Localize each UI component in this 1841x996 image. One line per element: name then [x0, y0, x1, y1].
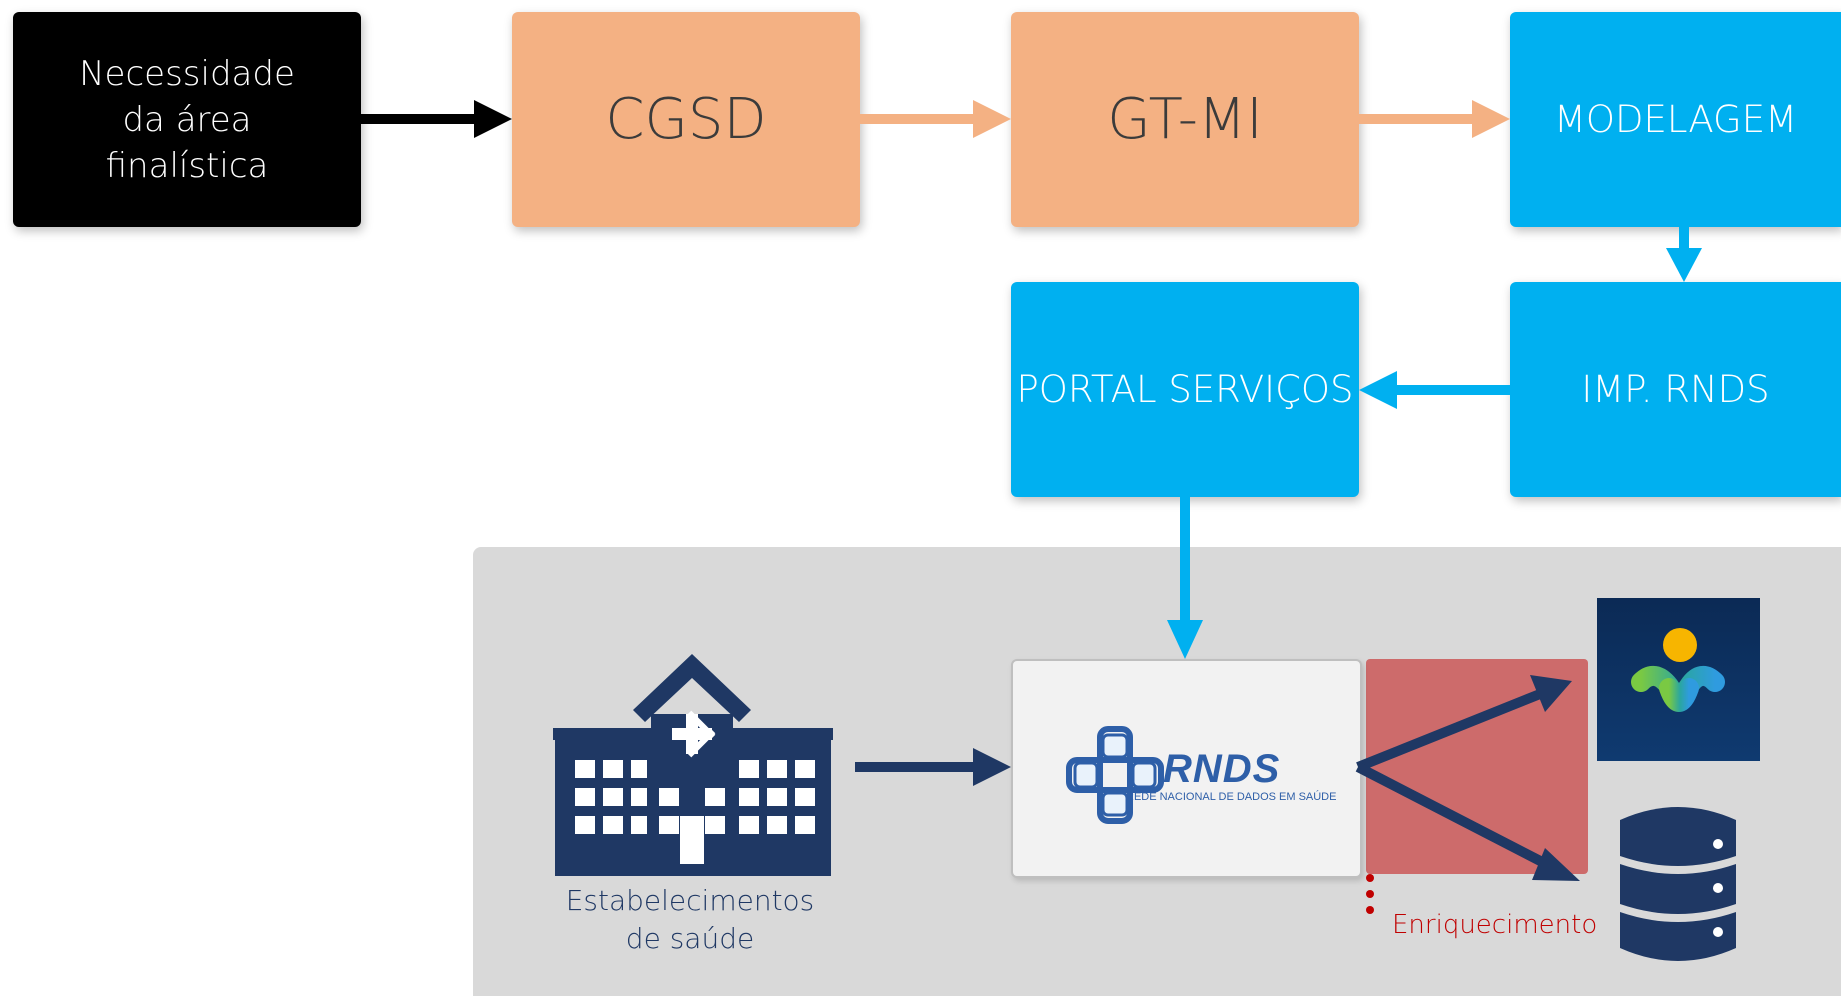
- app-logo-icon: [1597, 598, 1760, 761]
- node-cgsd-label: CGSD: [605, 87, 767, 152]
- arrow-imp-to-portal: [1359, 371, 1510, 409]
- arrow-modelagem-to-imp: [1666, 227, 1702, 282]
- rnds-logo-subtitle: REDE NACIONAL DE DADOS EM SAÚDE: [1126, 791, 1337, 803]
- enrichment-label: Enriquecimento: [1392, 910, 1598, 940]
- node-gtmi-label: GT-MI: [1107, 87, 1263, 152]
- enrichment-dots: [1366, 874, 1374, 914]
- node-cgsd: CGSD: [512, 12, 860, 227]
- node-need: Necessidade da área finalística: [13, 12, 361, 227]
- hospital-label: Estabelecimentos de saúde: [565, 884, 815, 955]
- node-need-label: Necessidade da área finalística: [79, 53, 295, 186]
- rnds-logo-title: RNDS: [1163, 747, 1281, 791]
- node-gtmi: GT-MI: [1011, 12, 1359, 227]
- node-imp-rnds-label: IMP. RNDS: [1581, 368, 1770, 411]
- hospital-icon: [553, 654, 833, 876]
- arrow-rnds-to-database: [1355, 762, 1580, 881]
- arrow-need-to-cgsd: [361, 100, 512, 138]
- node-portal: PORTAL SERVIÇOS: [1011, 282, 1359, 497]
- arrow-portal-to-rnds: [1167, 497, 1203, 659]
- rnds-cross-icon: [1066, 726, 1164, 824]
- arrow-rnds-to-app: [1356, 675, 1572, 772]
- arrow-cgsd-to-gtmi: [860, 100, 1011, 138]
- database-icon: [1620, 807, 1736, 961]
- arrow-hospital-to-rnds: [855, 748, 1011, 786]
- rnds-box: RNDS REDE NACIONAL DE DADOS EM SAÚDE: [1011, 659, 1362, 878]
- node-modelagem: MODELAGEM: [1510, 12, 1841, 227]
- arrow-gtmi-to-modelagem: [1359, 100, 1510, 138]
- node-portal-label: PORTAL SERVIÇOS: [1016, 368, 1354, 411]
- node-imp-rnds: IMP. RNDS: [1510, 282, 1841, 497]
- node-modelagem-label: MODELAGEM: [1553, 98, 1797, 141]
